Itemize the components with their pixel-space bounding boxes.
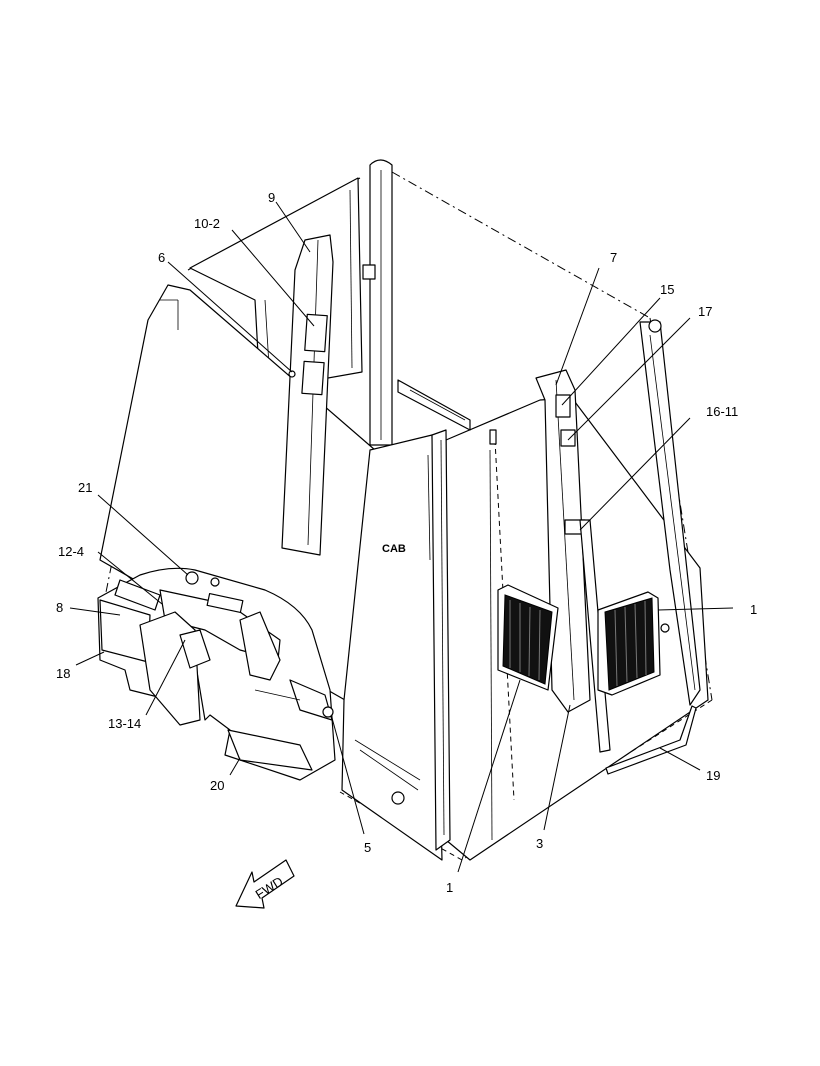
trim-strip: [605, 705, 697, 775]
callout-1-bottom: 1: [446, 880, 453, 895]
front-center-panel: CAB: [341, 434, 443, 861]
forward-arrow-icon: FWD: [235, 859, 295, 909]
speaker-right: [597, 591, 670, 696]
callout-9: 9: [268, 190, 275, 205]
callout-18: 18: [56, 666, 70, 681]
right-pillar-trim: [535, 369, 611, 753]
cab-label: CAB: [382, 543, 406, 555]
callout-labels: 9 10-2 6 7 15 17 16-11 21 12-4 8 18 13-1…: [56, 190, 757, 895]
callout-21: 21: [78, 480, 92, 495]
leader-lines: [69, 201, 734, 873]
callout-12-4: 12-4: [58, 544, 84, 559]
callout-19: 19: [706, 768, 720, 783]
callout-15: 15: [660, 282, 674, 297]
callout-20: 20: [210, 778, 224, 793]
callout-3: 3: [536, 836, 543, 851]
callout-17: 17: [698, 304, 712, 319]
left-pillar-trim: [281, 234, 334, 556]
rear-corner-post: [362, 159, 393, 446]
callout-10-2: 10-2: [194, 216, 220, 231]
callout-16-11: 16-11: [706, 404, 738, 419]
door-posts: [397, 379, 471, 851]
speaker-left: [497, 584, 559, 691]
callout-13-14: 13-14: [108, 716, 141, 731]
callout-7: 7: [610, 250, 617, 265]
callout-1-right: 1: [750, 602, 757, 617]
callout-5: 5: [364, 840, 371, 855]
callout-6: 6: [158, 250, 165, 265]
callout-8: 8: [56, 600, 63, 615]
